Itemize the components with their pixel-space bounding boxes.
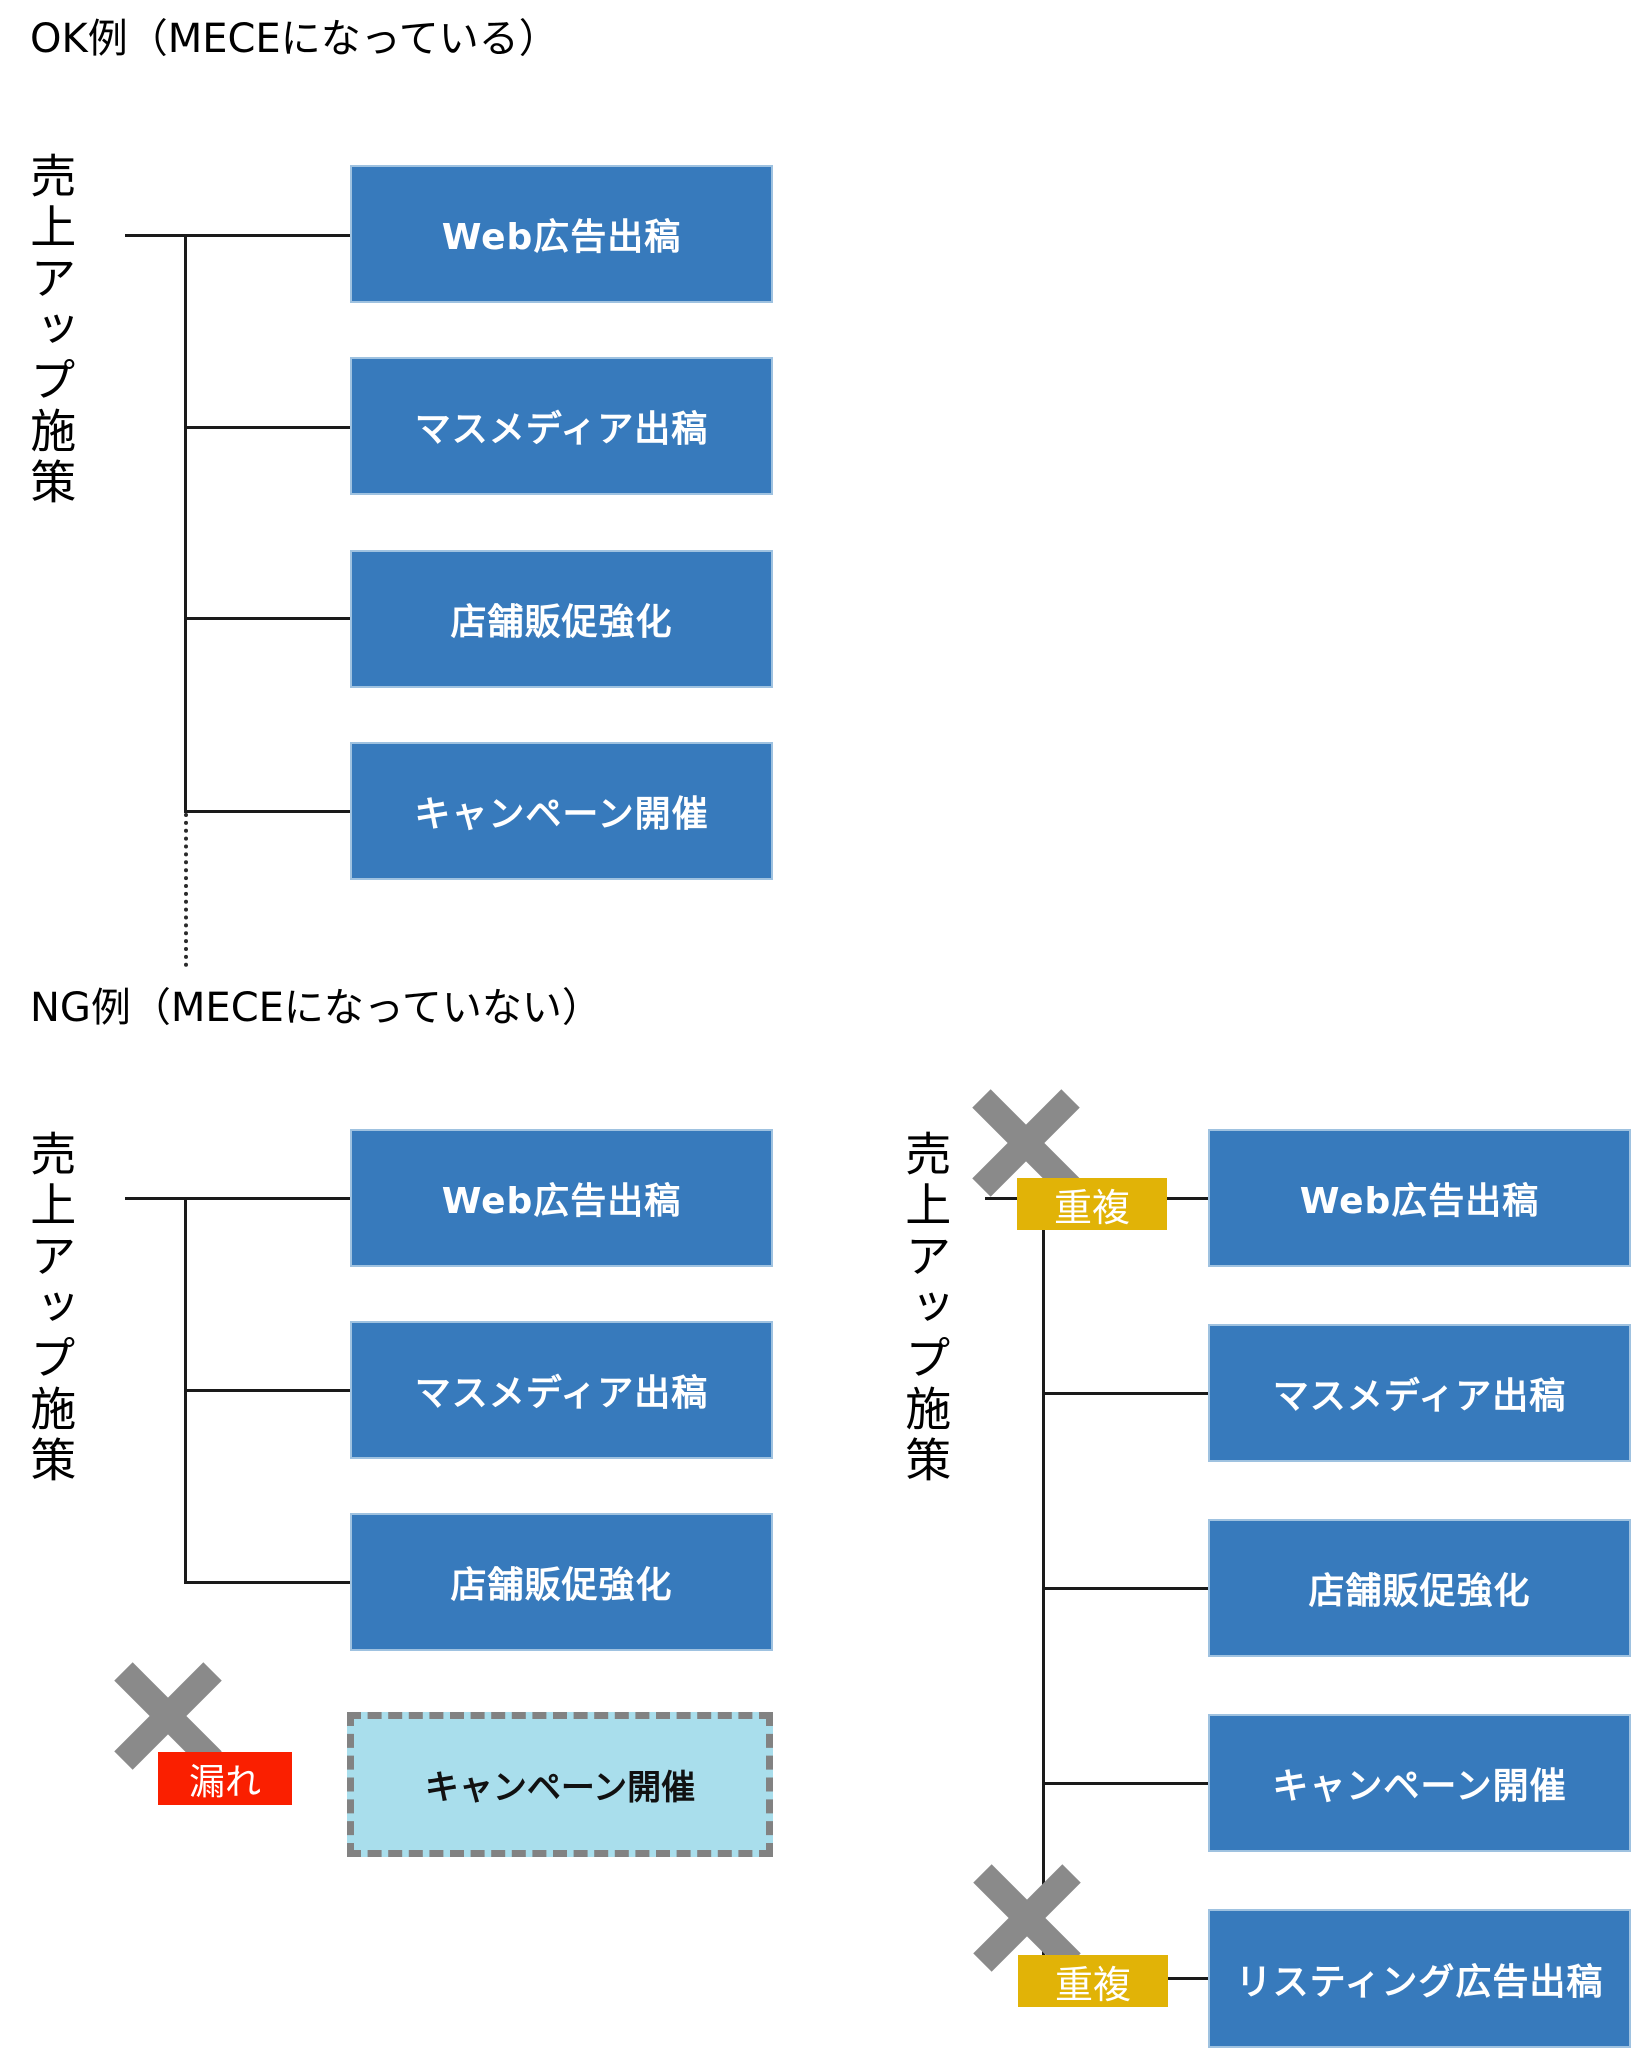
ng-right-branch-line-5 — [1168, 1977, 1208, 1980]
ok-branch-line-1 — [125, 234, 350, 237]
ok-box-campaign: キャンペーン開催 — [350, 742, 773, 880]
duplicate-badge-top: 重複 — [1017, 1178, 1167, 1230]
ng-right-box-store-promo: 店舗販促強化 — [1208, 1519, 1631, 1657]
ok-branch-line-3 — [184, 617, 350, 620]
ok-branch-line-2 — [184, 426, 350, 429]
ng-right-trunk-line — [1042, 1230, 1045, 1955]
ng-right-branch-line-4 — [1042, 1782, 1208, 1785]
ng-left-box-web-ad: Web広告出稿 — [350, 1129, 773, 1267]
x-mark-icon — [114, 1662, 222, 1770]
ng-right-box-mass-media: マスメディア出稿 — [1208, 1324, 1631, 1462]
leak-badge: 漏れ — [158, 1752, 292, 1805]
ok-title: OK例（MECEになっている） — [30, 16, 559, 62]
ng-right-box-listing-ad: リスティング広告出稿 — [1208, 1909, 1631, 2048]
ok-box-store-promo: 店舗販促強化 — [350, 550, 773, 688]
ng-left-branch-line-2 — [184, 1389, 350, 1392]
ng-left-box-store-promo: 店舗販促強化 — [350, 1513, 773, 1651]
x-mark-icon — [972, 1089, 1080, 1197]
ok-continuation-dotted-line — [184, 813, 188, 967]
ok-trunk-line — [184, 234, 187, 813]
ng-right-root-label: 売上アップ施策 — [898, 1130, 953, 1487]
ng-left-root-label: 売上アップ施策 — [23, 1130, 78, 1487]
ng-left-box-mass-media: マスメディア出稿 — [350, 1321, 773, 1459]
ng-right-branch-line-3 — [1042, 1587, 1208, 1590]
ng-right-branch-line-2 — [1042, 1392, 1208, 1395]
duplicate-badge-bottom: 重複 — [1018, 1955, 1168, 2007]
ng-left-missing-box-campaign: キャンペーン開催 — [347, 1712, 773, 1857]
ng-left-branch-line-3 — [184, 1581, 350, 1584]
x-mark-icon — [973, 1864, 1081, 1972]
ng-right-box-campaign: キャンペーン開催 — [1208, 1714, 1631, 1852]
ok-root-label: 売上アップ施策 — [23, 152, 78, 509]
ng-right-box-web-ad: Web広告出稿 — [1208, 1129, 1631, 1267]
ok-box-web-ad: Web広告出稿 — [350, 165, 773, 303]
ng-title: NG例（MECEになっていない） — [30, 985, 602, 1031]
ok-box-mass-media: マスメディア出稿 — [350, 357, 773, 495]
ng-left-branch-line-1 — [125, 1197, 350, 1200]
ok-branch-line-4 — [184, 810, 350, 813]
